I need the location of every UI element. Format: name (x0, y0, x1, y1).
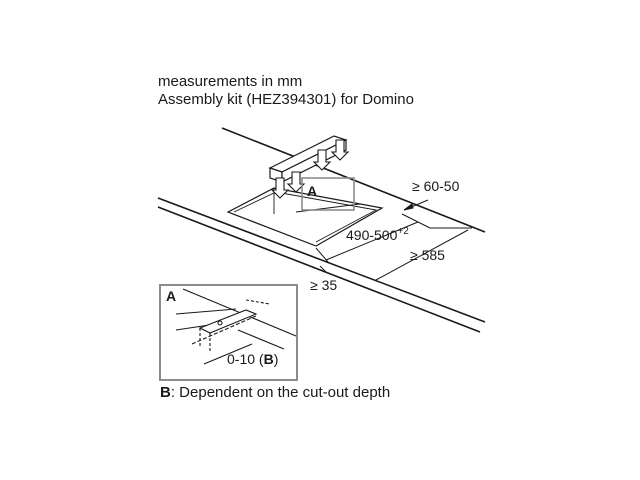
footnote-text: : Dependent on the cut-out depth (170, 384, 391, 401)
measurements-note: measurements in mm (158, 73, 303, 90)
detail-a-drawing (175, 288, 297, 365)
assembly-rail (268, 135, 348, 183)
rear-gap-dimension-label: ≥ 35 (310, 277, 337, 293)
offset-ref: B (264, 351, 274, 367)
rear-gap-dimension (319, 265, 327, 273)
header-text: measurements in mm Assembly kit (HEZ3943… (158, 73, 414, 109)
cutout-width-value: 490-500 (346, 227, 398, 243)
cutout-width-tolerance: +2 (397, 226, 409, 237)
offset-close: ) (274, 351, 279, 367)
assembly-kit-title: Assembly kit (HEZ394301) for Domino (158, 91, 414, 108)
offset-value: 0-10 ( (227, 351, 264, 367)
front-edge-dimension-label: ≥ 60-50 (412, 178, 460, 194)
offset-dimension-label: 0-10 (B) (227, 351, 278, 367)
insertion-arrows (270, 139, 350, 199)
footnote-key: B (160, 384, 171, 401)
footnote: B: Dependent on the cut-out depth (160, 384, 390, 401)
detail-a-inset-title: A (166, 288, 176, 304)
detail-a-marker-box (301, 177, 355, 211)
depth-dimension-label: ≥ 585 (410, 247, 445, 263)
cutout-width-dimension (315, 213, 431, 263)
depth-dimension (375, 227, 472, 281)
front-edge-dimension (403, 199, 429, 211)
cutout-width-label: 490-500+2 (346, 226, 409, 243)
detail-a-marker-label: A (307, 183, 317, 199)
detail-a-inset-box (159, 284, 298, 381)
